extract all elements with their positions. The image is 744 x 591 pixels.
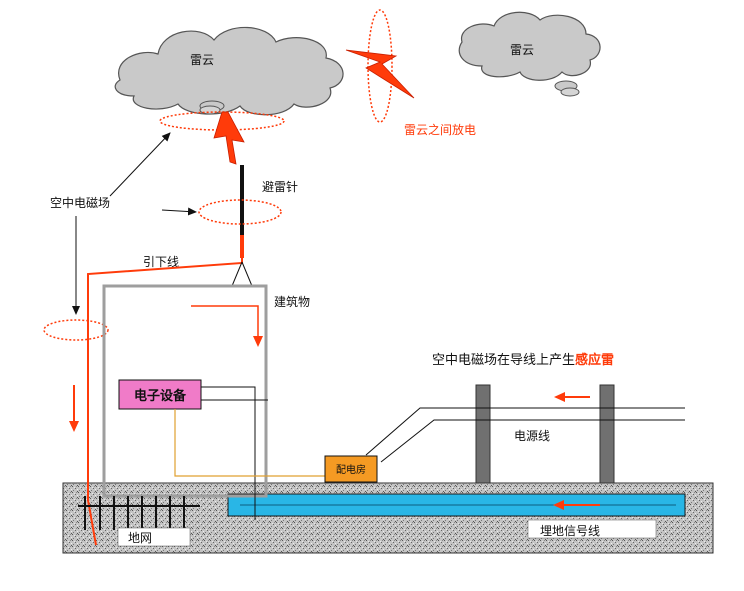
induced-lightning-caption: 空中电磁场在导线上产生感应雷 — [432, 352, 614, 368]
down-conductor-line — [87, 258, 243, 546]
power-line-lower — [380, 419, 685, 463]
cloud-discharge-label: 雷云之间放电 — [404, 122, 476, 137]
lightning-rod-label: 避雷针 — [262, 179, 298, 194]
building-label: 建筑物 — [274, 294, 310, 309]
em-field-ring-rod — [198, 199, 282, 225]
lightning-strike-icon — [213, 111, 245, 165]
induced-caption-prefix: 空中电磁场在导线上产生 — [432, 353, 575, 368]
thundercloud-right — [458, 11, 601, 97]
buried-signal-line-label: 埋地信号线 — [540, 524, 600, 538]
lightning-between-clouds-icon — [345, 49, 415, 99]
electronic-equipment-label: 电子设备 — [134, 388, 187, 404]
air-em-field-label: 空中电磁场 — [50, 195, 110, 210]
ground-grid-label: 地网 — [128, 531, 152, 545]
distribution-room — [324, 455, 378, 483]
distribution-room-label: 配电房 — [336, 463, 366, 476]
power-line-label: 电源线 — [514, 429, 550, 443]
discharge-field-ring — [367, 9, 393, 123]
em-field-ring-left — [43, 319, 109, 341]
em-field-ring-top — [159, 111, 285, 131]
utility-pole-left — [475, 384, 491, 484]
induced-caption-emphasis: 感应雷 — [575, 352, 614, 368]
cloud-left-label: 雷云 — [190, 53, 214, 67]
ground-grid — [78, 496, 200, 530]
down-conductor-label: 引下线 — [143, 255, 179, 269]
power-line-upper — [365, 407, 685, 456]
thundercloud-left — [114, 26, 344, 116]
cloud-right-label: 雷云 — [510, 43, 534, 57]
utility-pole-right — [599, 384, 615, 484]
electronic-equipment — [118, 379, 202, 410]
